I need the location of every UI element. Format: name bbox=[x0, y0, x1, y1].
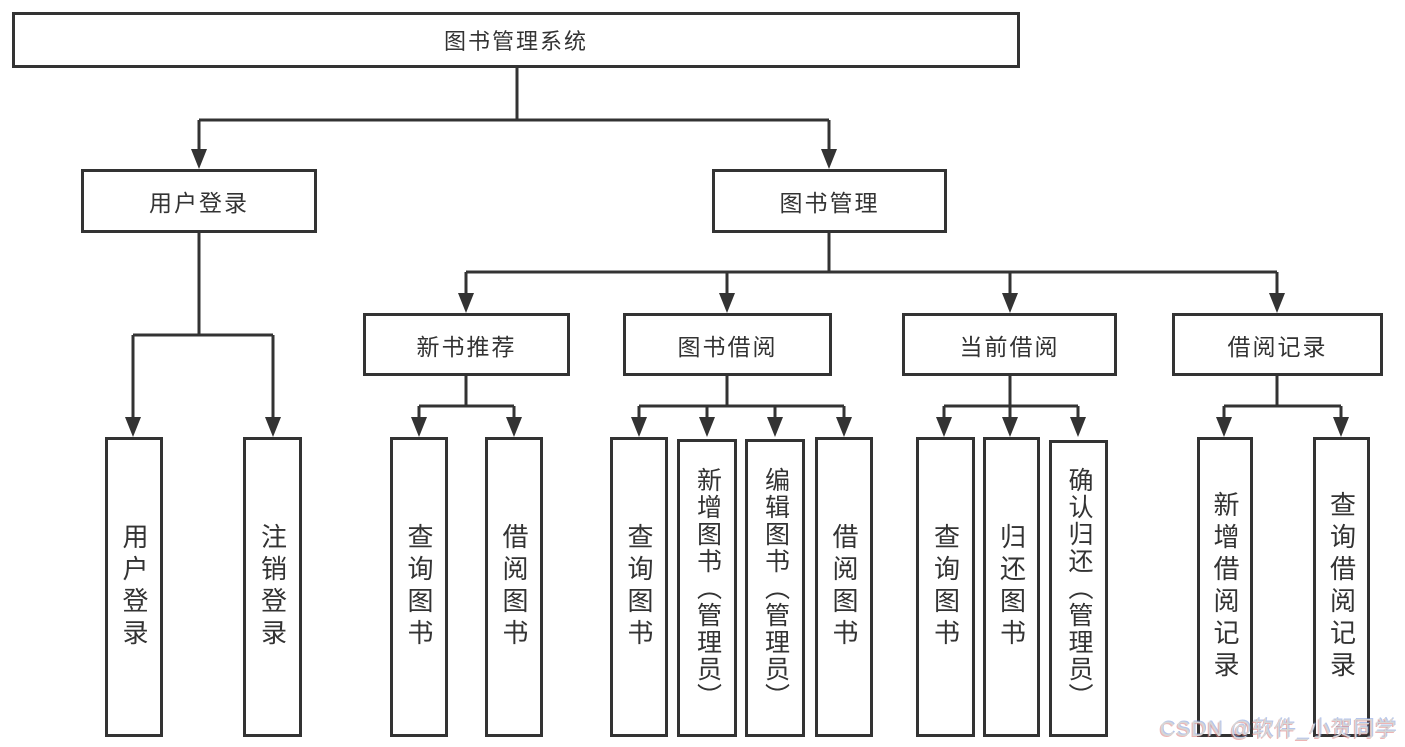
node-library-system: 图书管理系统 bbox=[12, 12, 1020, 68]
node-return-books-label: 归还图书 bbox=[996, 523, 1027, 651]
node-query-books-current: 查询图书 bbox=[916, 437, 975, 737]
watermark: CSDN @软件_小贺同学 bbox=[1159, 718, 1397, 741]
node-confirm-return-admin-label: 确认归还（管理员） bbox=[1065, 467, 1093, 710]
node-new-book-recommendation-label: 新书推荐 bbox=[416, 333, 517, 360]
node-logout-action-label: 注销登录 bbox=[257, 523, 288, 651]
node-borrowing-records-label: 借阅记录 bbox=[1227, 333, 1328, 360]
node-current-borrowing-label: 当前借阅 bbox=[959, 333, 1060, 360]
node-book-borrowing-label: 图书借阅 bbox=[677, 333, 778, 360]
node-borrow-books-recommend-label: 借阅图书 bbox=[499, 523, 529, 651]
arrowheads bbox=[125, 149, 1349, 437]
node-book-borrowing: 图书借阅 bbox=[623, 313, 832, 376]
node-new-book-recommendation: 新书推荐 bbox=[363, 313, 570, 376]
node-query-books-recommend-label: 查询图书 bbox=[404, 523, 434, 651]
node-query-borrow-record: 查询借阅记录 bbox=[1313, 437, 1370, 737]
node-confirm-return-admin: 确认归还（管理员） bbox=[1049, 440, 1108, 737]
connector-current-borrowing bbox=[942, 376, 1080, 420]
node-user-login-action-label: 用户登录 bbox=[119, 523, 149, 651]
node-query-books-recommend: 查询图书 bbox=[390, 437, 448, 737]
node-edit-books-admin-label: 编辑图书（管理员） bbox=[761, 466, 790, 710]
node-borrow-books-recommend: 借阅图书 bbox=[485, 437, 543, 737]
connector-book-management bbox=[464, 233, 1279, 296]
node-book-management-label: 图书管理 bbox=[779, 190, 880, 216]
node-current-borrowing: 当前借阅 bbox=[902, 313, 1117, 376]
connector-book-borrowing bbox=[637, 376, 846, 420]
connector-new-book-recommendation bbox=[417, 376, 516, 420]
node-book-management: 图书管理 bbox=[712, 169, 947, 233]
node-user-login-label: 用户登录 bbox=[149, 190, 249, 216]
node-query-borrow-record-label: 查询借阅记录 bbox=[1326, 491, 1357, 683]
node-add-books-admin: 新增图书（管理员） bbox=[677, 439, 737, 737]
node-user-login: 用户登录 bbox=[81, 169, 317, 233]
node-query-books-borrow: 查询图书 bbox=[610, 437, 668, 737]
node-add-borrow-record: 新增借阅记录 bbox=[1197, 437, 1253, 737]
node-edit-books-admin: 编辑图书（管理员） bbox=[745, 439, 805, 737]
connector-user-login bbox=[131, 233, 275, 420]
node-borrow-books-borrow-label: 借阅图书 bbox=[829, 523, 859, 651]
connector-root bbox=[197, 68, 831, 152]
node-query-books-current-label: 查询图书 bbox=[930, 523, 961, 651]
node-return-books: 归还图书 bbox=[983, 437, 1040, 737]
node-add-borrow-record-label: 新增借阅记录 bbox=[1210, 491, 1240, 683]
node-borrow-books-borrow: 借阅图书 bbox=[815, 437, 873, 737]
node-query-books-borrow-label: 查询图书 bbox=[624, 523, 654, 651]
connector-borrowing-records bbox=[1222, 376, 1343, 420]
node-logout-action: 注销登录 bbox=[243, 437, 302, 737]
node-library-system-label: 图书管理系统 bbox=[443, 29, 588, 54]
node-user-login-action: 用户登录 bbox=[105, 437, 163, 737]
node-add-books-admin-label: 新增图书（管理员） bbox=[693, 466, 722, 710]
node-borrowing-records: 借阅记录 bbox=[1172, 313, 1383, 376]
